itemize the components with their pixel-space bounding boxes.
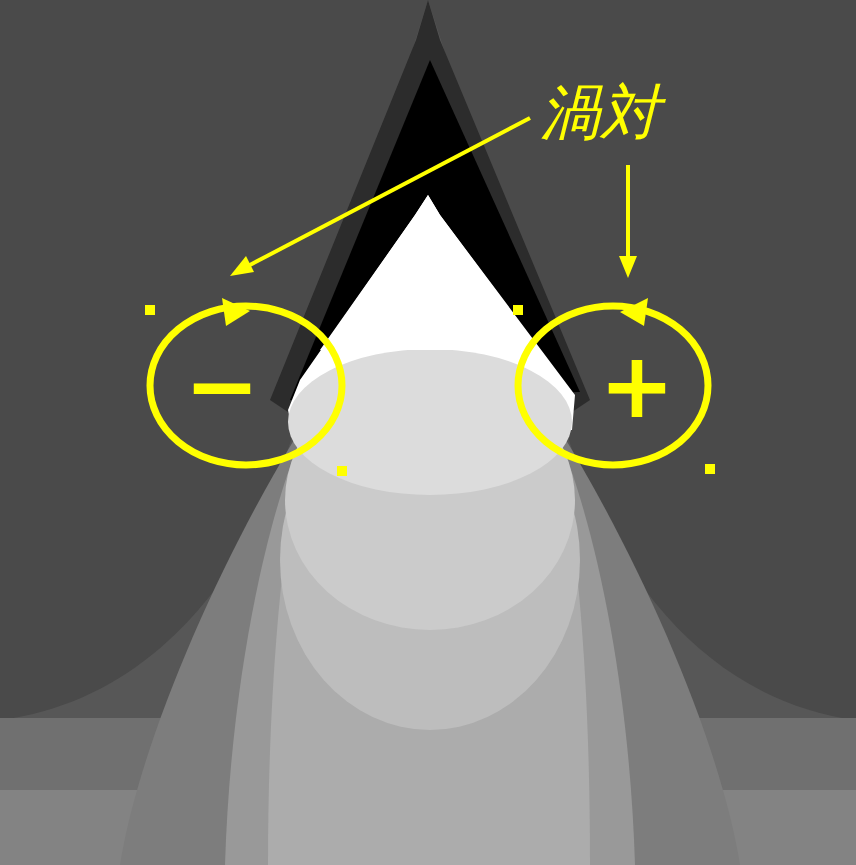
sign-symbol: + [599, 341, 674, 431]
sign-symbol: − [184, 341, 259, 431]
vortex-circle: − [147, 303, 345, 468]
vortex-circle: + [515, 303, 711, 468]
vortex-pair-label: 渦対 [540, 82, 660, 142]
